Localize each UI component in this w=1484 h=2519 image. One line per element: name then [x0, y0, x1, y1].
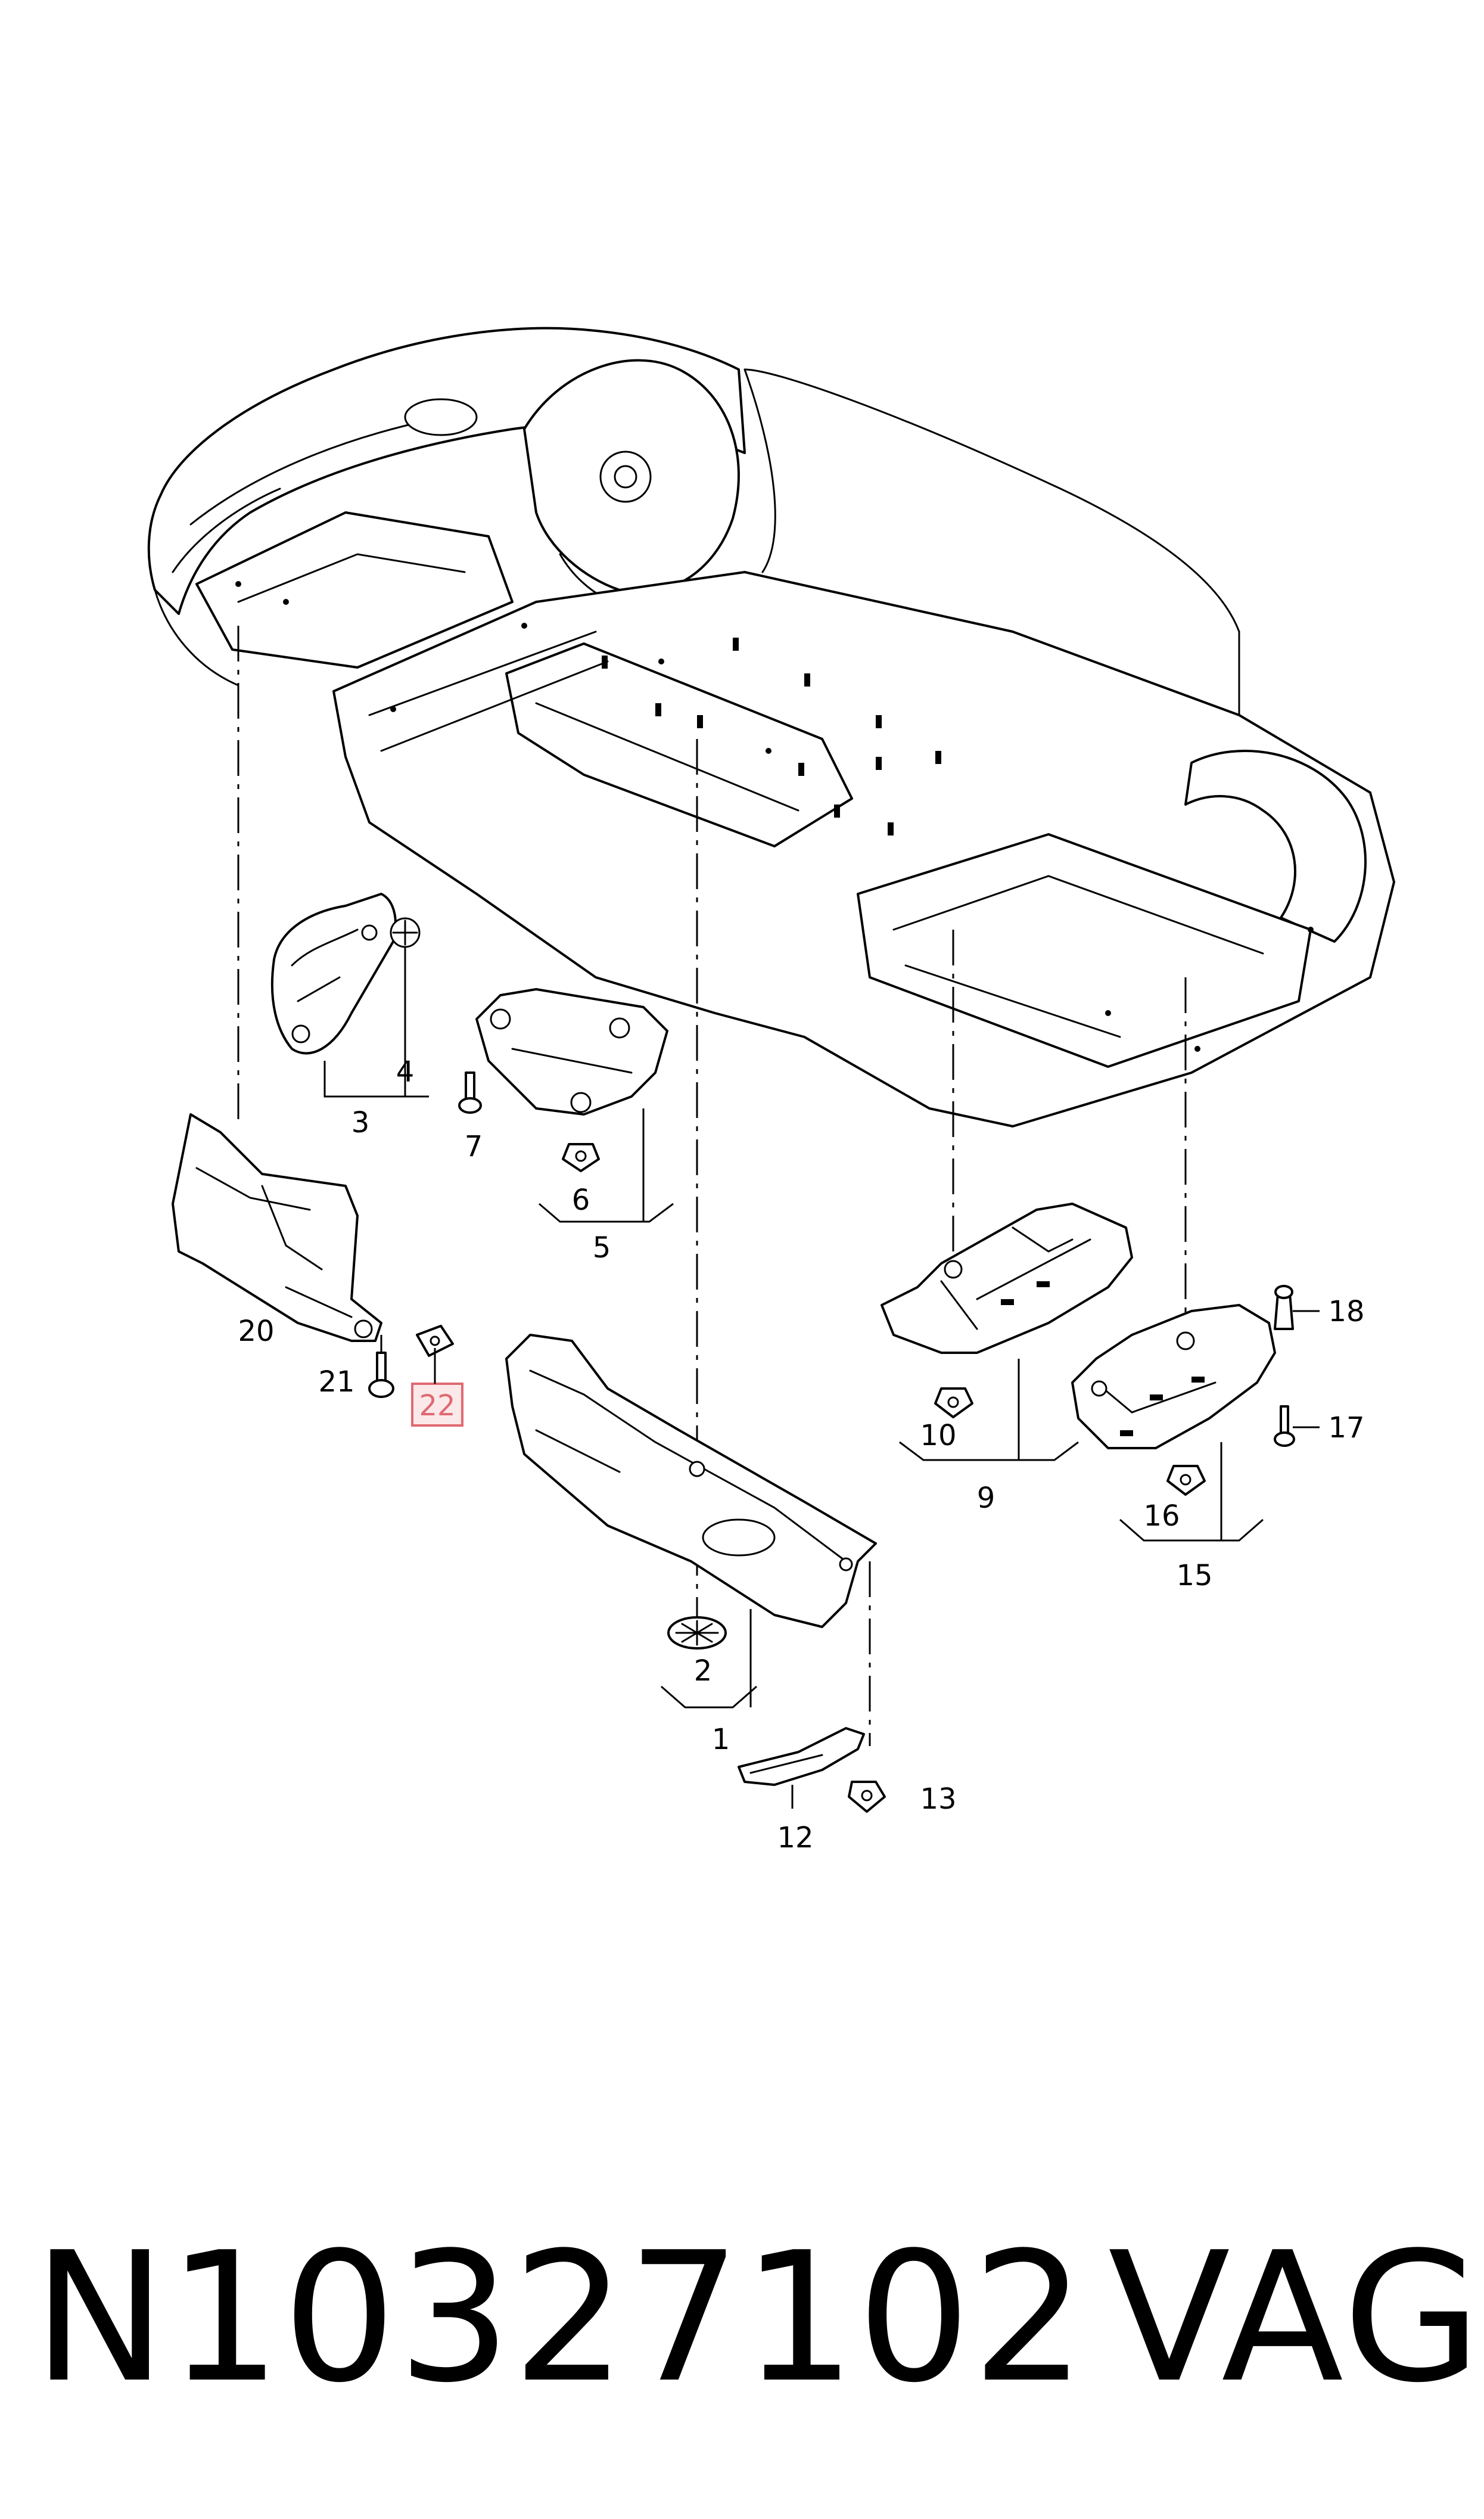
part-6-nut [562, 1143, 600, 1172]
callout-18: 18 [1328, 1295, 1364, 1328]
callout-13: 13 [920, 1782, 956, 1816]
callout-21: 21 [318, 1365, 354, 1399]
part-20-shield [172, 1113, 382, 1342]
part-9-shield [881, 1203, 1133, 1354]
part-22-clip [416, 1325, 454, 1357]
panel-holes [235, 581, 1314, 1052]
part-12-bracket [738, 1727, 865, 1786]
part-21-bolt [368, 1352, 394, 1398]
floor-studs [602, 638, 941, 835]
footer: N10327102 VAG [0, 2205, 1484, 2431]
callout-16: 16 [1143, 1499, 1180, 1533]
part-16-nut [1166, 1465, 1206, 1496]
callout-15: 15 [1176, 1559, 1212, 1592]
part-4-clip [390, 917, 421, 948]
part-17-bolt [1274, 1405, 1295, 1447]
part-1-tunnel-shield [505, 1334, 877, 1628]
callout-22: 22 [419, 1389, 455, 1422]
brand-name: VAG [1108, 2214, 1484, 2422]
part-18-clip [1274, 1285, 1294, 1330]
part-number: N10327102 [33, 2214, 1087, 2422]
callout-6: 6 [572, 1184, 590, 1217]
callout-labels: 3 4 7 6 5 20 21 2 1 12 13 10 9 16 15 17 … [238, 1055, 1364, 1855]
callout-7: 7 [465, 1130, 483, 1163]
callout-9: 9 [977, 1481, 995, 1515]
callout-1: 1 [712, 1723, 730, 1756]
callout-17: 17 [1328, 1411, 1364, 1445]
callout-22-highlight[interactable]: 22 [411, 1383, 463, 1427]
part-10-nut [934, 1387, 973, 1418]
callout-20: 20 [238, 1315, 274, 1348]
callout-12: 12 [777, 1821, 813, 1855]
vehicle-underbody [147, 327, 1395, 1128]
part-5-shield [475, 988, 668, 1116]
part-2-clip [667, 1616, 727, 1650]
part-3-bracket [270, 893, 397, 1055]
part-13-nut [848, 1781, 886, 1813]
part-15-shield [1071, 1304, 1276, 1449]
callout-3: 3 [351, 1106, 370, 1139]
callout-2: 2 [694, 1654, 713, 1688]
callout-4: 4 [396, 1055, 415, 1089]
callout-5: 5 [593, 1231, 611, 1265]
part-7-bolt [458, 1071, 482, 1114]
callout-10: 10 [920, 1419, 956, 1452]
